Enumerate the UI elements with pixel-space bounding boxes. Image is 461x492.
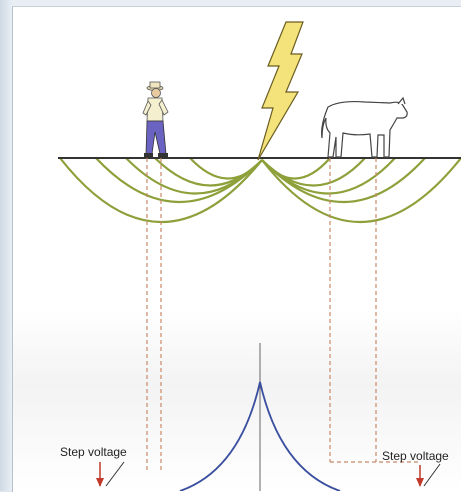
step-voltage-label-right: Step voltage — [382, 449, 449, 463]
equipotential-lines — [60, 158, 461, 222]
step-voltage-label-left: Step voltage — [60, 445, 127, 459]
guide-lines — [147, 158, 376, 470]
lightning-bolt-icon — [258, 22, 303, 160]
step-voltage-arrow-left — [96, 462, 124, 487]
equipotential-arc-right-1 — [262, 158, 461, 222]
step-voltage-arrow-right — [416, 464, 440, 487]
walking-person-icon — [143, 82, 168, 157]
cow-icon — [322, 98, 408, 157]
